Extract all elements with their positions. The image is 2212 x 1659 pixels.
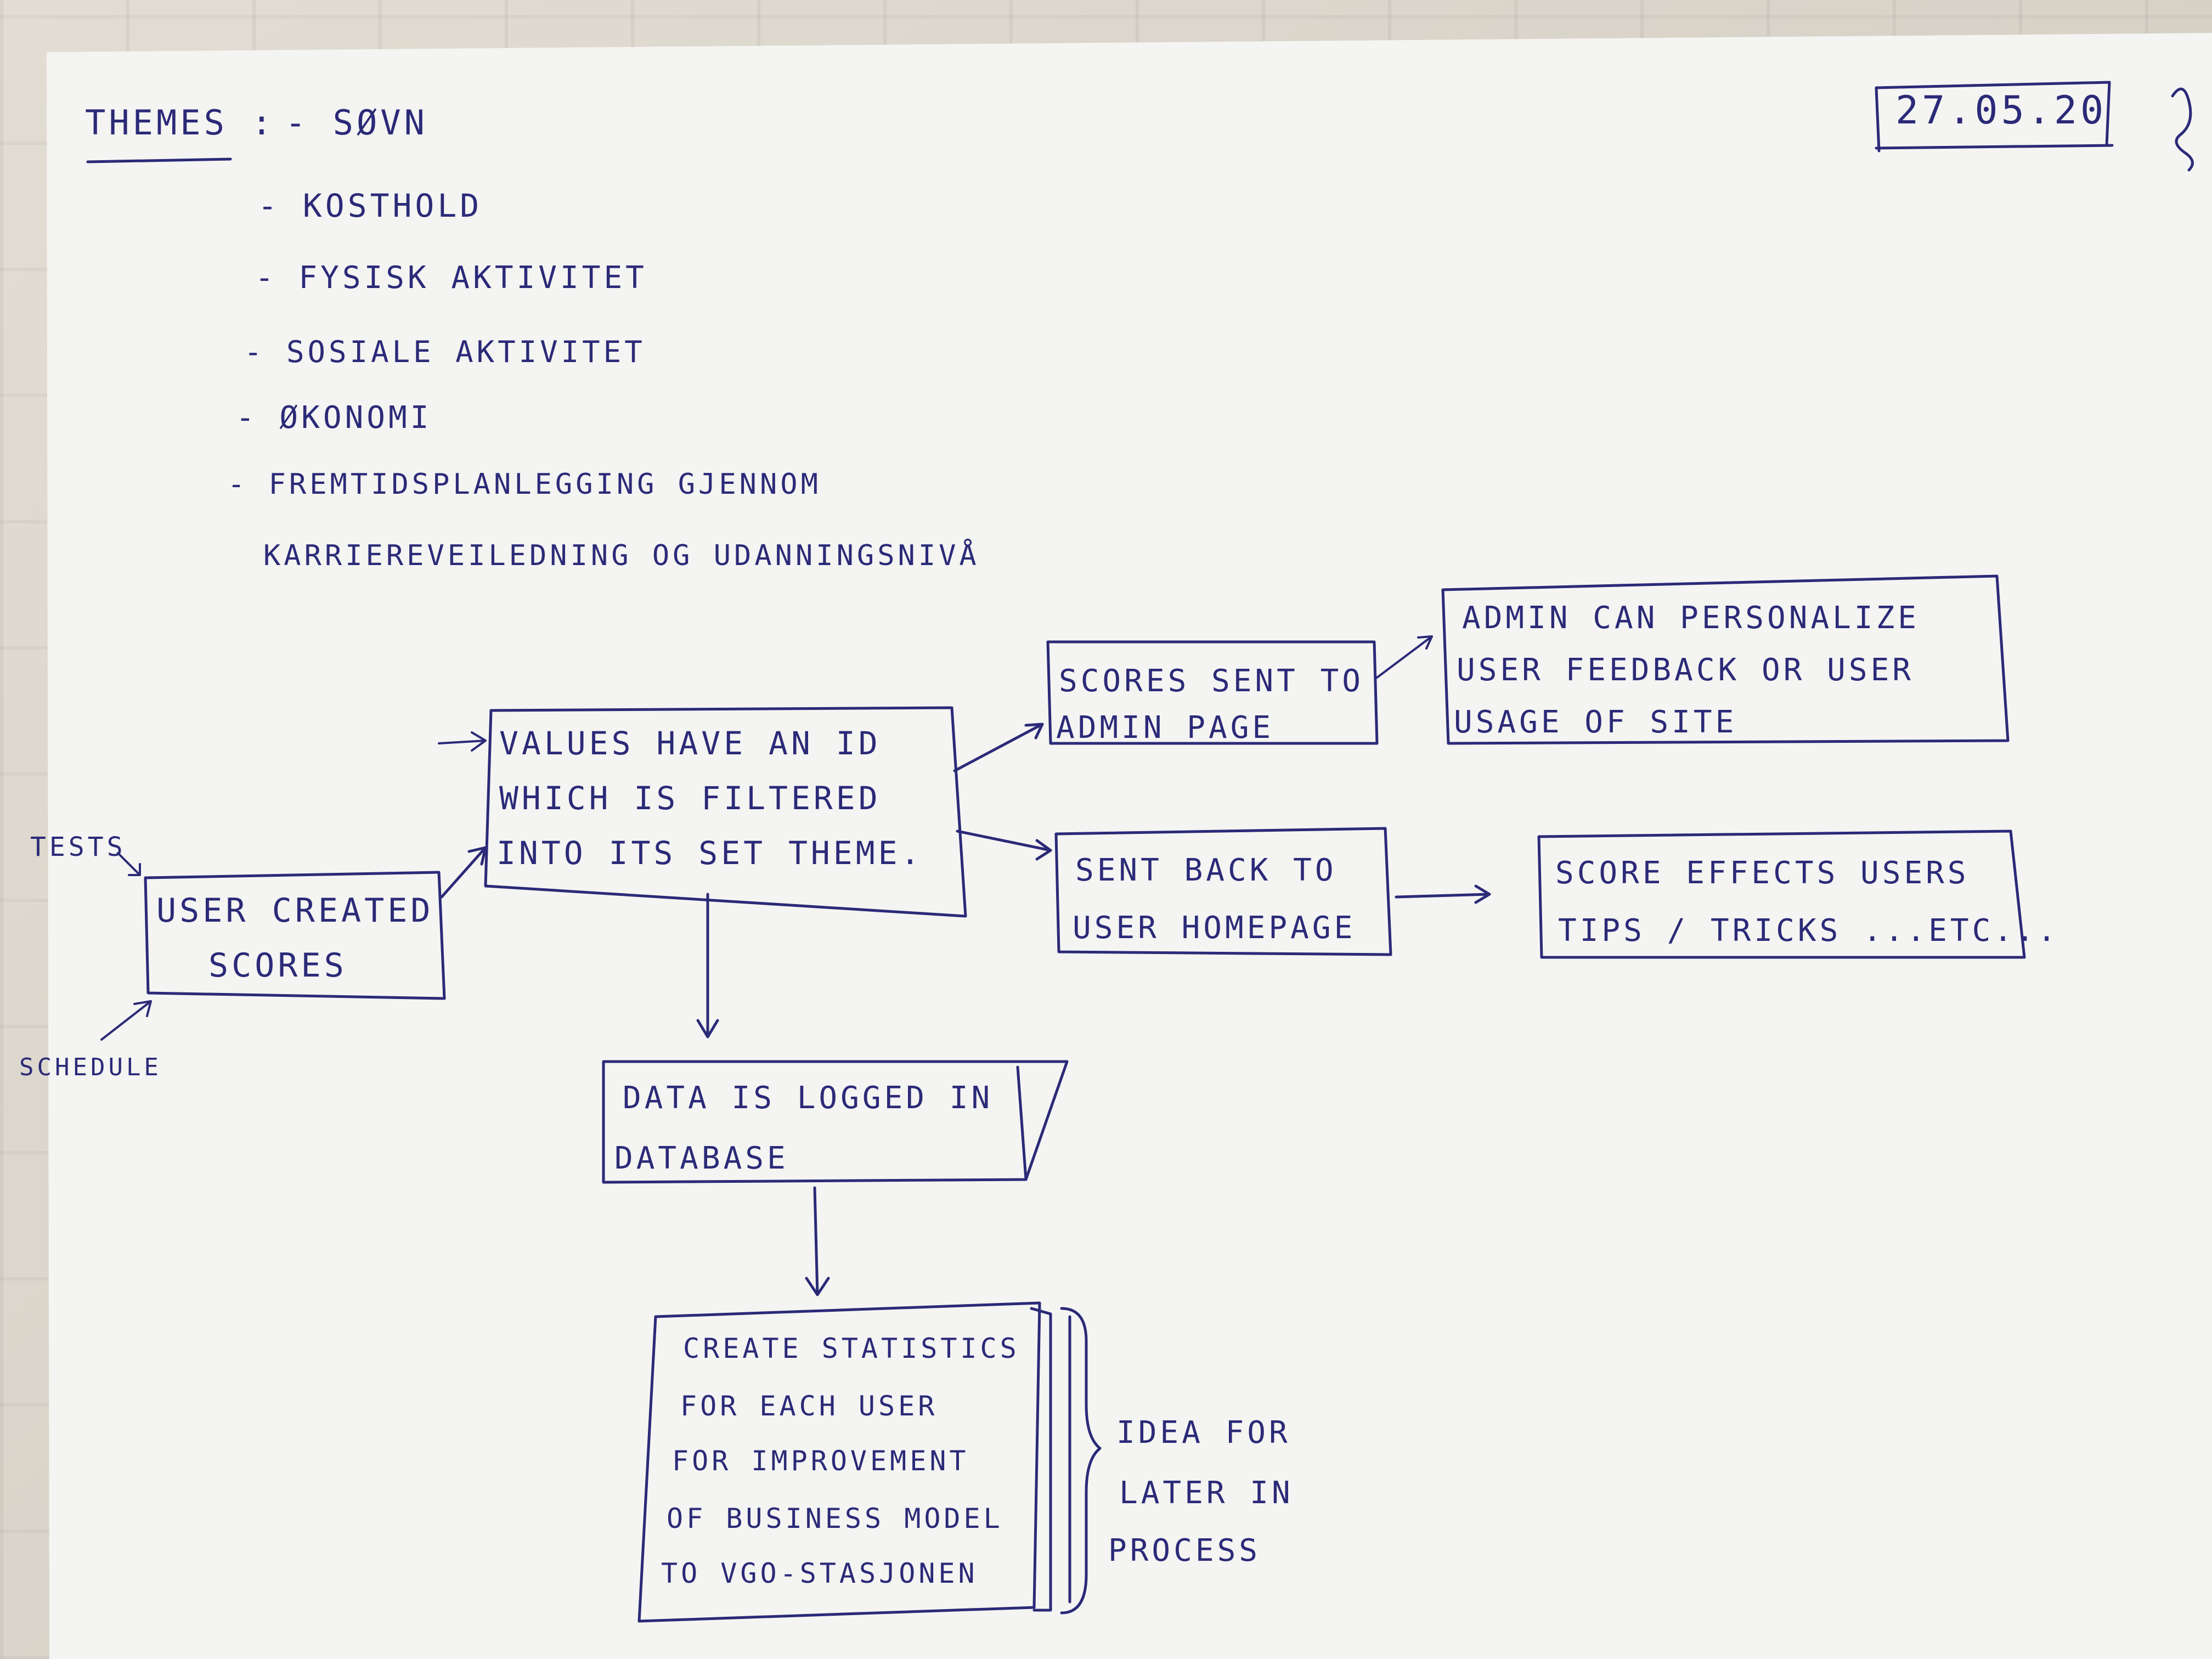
- box-line: Admin can personalize: [1462, 600, 1920, 636]
- arrow-scores-to-values: [440, 846, 487, 899]
- box-line: which is filtered: [499, 780, 881, 817]
- schedule-label: Schedule: [19, 1053, 162, 1081]
- theme-item: - Sosiale aktivitet: [244, 335, 646, 369]
- themes-label: Themes :: [85, 103, 275, 143]
- box-line: tips / tricks ...etc...: [1558, 913, 2059, 949]
- arrow-to-score-effects: [1395, 884, 1491, 904]
- theme-item: - Søvn: [285, 103, 428, 143]
- box-line: into its set theme.: [496, 834, 923, 872]
- theme-item: karriereveiledning og udanningsnivå: [263, 538, 980, 572]
- box-line: usage of site: [1454, 704, 1737, 740]
- box-line: for improvement: [672, 1445, 969, 1477]
- box-line: user homepage: [1073, 910, 1356, 946]
- box-line: user feedback or user: [1457, 652, 1914, 688]
- entry-arrow: [438, 731, 487, 752]
- side-note: Idea for later in process: [1108, 1415, 1294, 1568]
- arrow-to-statistics: [805, 1186, 830, 1296]
- box-line: User created: [156, 891, 433, 930]
- theme-item: - Økonomi: [236, 400, 432, 436]
- box-line: Score effects users: [1555, 855, 1970, 891]
- arrow-to-user-homepage: [956, 830, 1052, 861]
- box-line: Values have an ID: [499, 725, 881, 762]
- statistics-box: Create statistics for each user for impr…: [637, 1301, 1071, 1623]
- date-box: 27.05.20: [1875, 81, 2114, 153]
- user-homepage-box: Sent back to user homepage: [1054, 827, 1392, 956]
- side-note-line: process: [1108, 1533, 1261, 1568]
- side-note-line: Idea for: [1116, 1415, 1291, 1451]
- box-line: admin page: [1056, 710, 1274, 746]
- box-line: to VGO-stasjonen: [661, 1558, 978, 1589]
- theme-item: - Fysisk aktivitet: [255, 260, 647, 296]
- scribble-icon: [2171, 87, 2194, 172]
- tests-arrow: [117, 852, 141, 876]
- box-line: database: [614, 1141, 789, 1176]
- admin-personalize-box: Admin can personalize user feedback or u…: [1441, 574, 2010, 745]
- box-line: of business model: [667, 1503, 1003, 1534]
- box-line: Create statistics: [683, 1333, 1020, 1364]
- score-effects-box: Score effects users tips / tricks ...etc…: [1537, 830, 2059, 959]
- arrow-to-admin-personalize: [1376, 635, 1433, 679]
- box-line: Sent back to: [1075, 853, 1337, 888]
- values-filter-box: Values have an ID which is filtered into…: [484, 706, 967, 918]
- arrow-to-admin-page: [953, 723, 1044, 772]
- box-line: for each user: [680, 1390, 938, 1422]
- curly-brace: [1060, 1307, 1102, 1615]
- box-line: Data is logged in: [623, 1080, 993, 1116]
- date-text: 27.05.20: [1895, 88, 2107, 133]
- theme-item: - Fremtidsplanlegging gjennom: [228, 468, 821, 501]
- box-line: Scores sent to: [1059, 663, 1364, 699]
- user-scores-box: User created scores: [144, 871, 446, 1000]
- themes-list: Themes : - Søvn - Kosthold - Fysisk akti…: [85, 103, 980, 572]
- database-box: Data is logged in database: [602, 1060, 1069, 1184]
- side-note-line: later in: [1119, 1475, 1294, 1511]
- paper-sheet: [47, 33, 2212, 1659]
- schedule-arrow: [100, 1000, 152, 1041]
- arrow-to-database: [696, 893, 719, 1039]
- box-line: scores: [208, 946, 347, 985]
- theme-item: - Kosthold: [258, 187, 482, 224]
- admin-page-box: Scores sent to admin page: [1046, 640, 1379, 746]
- tests-label: Tests: [30, 832, 126, 862]
